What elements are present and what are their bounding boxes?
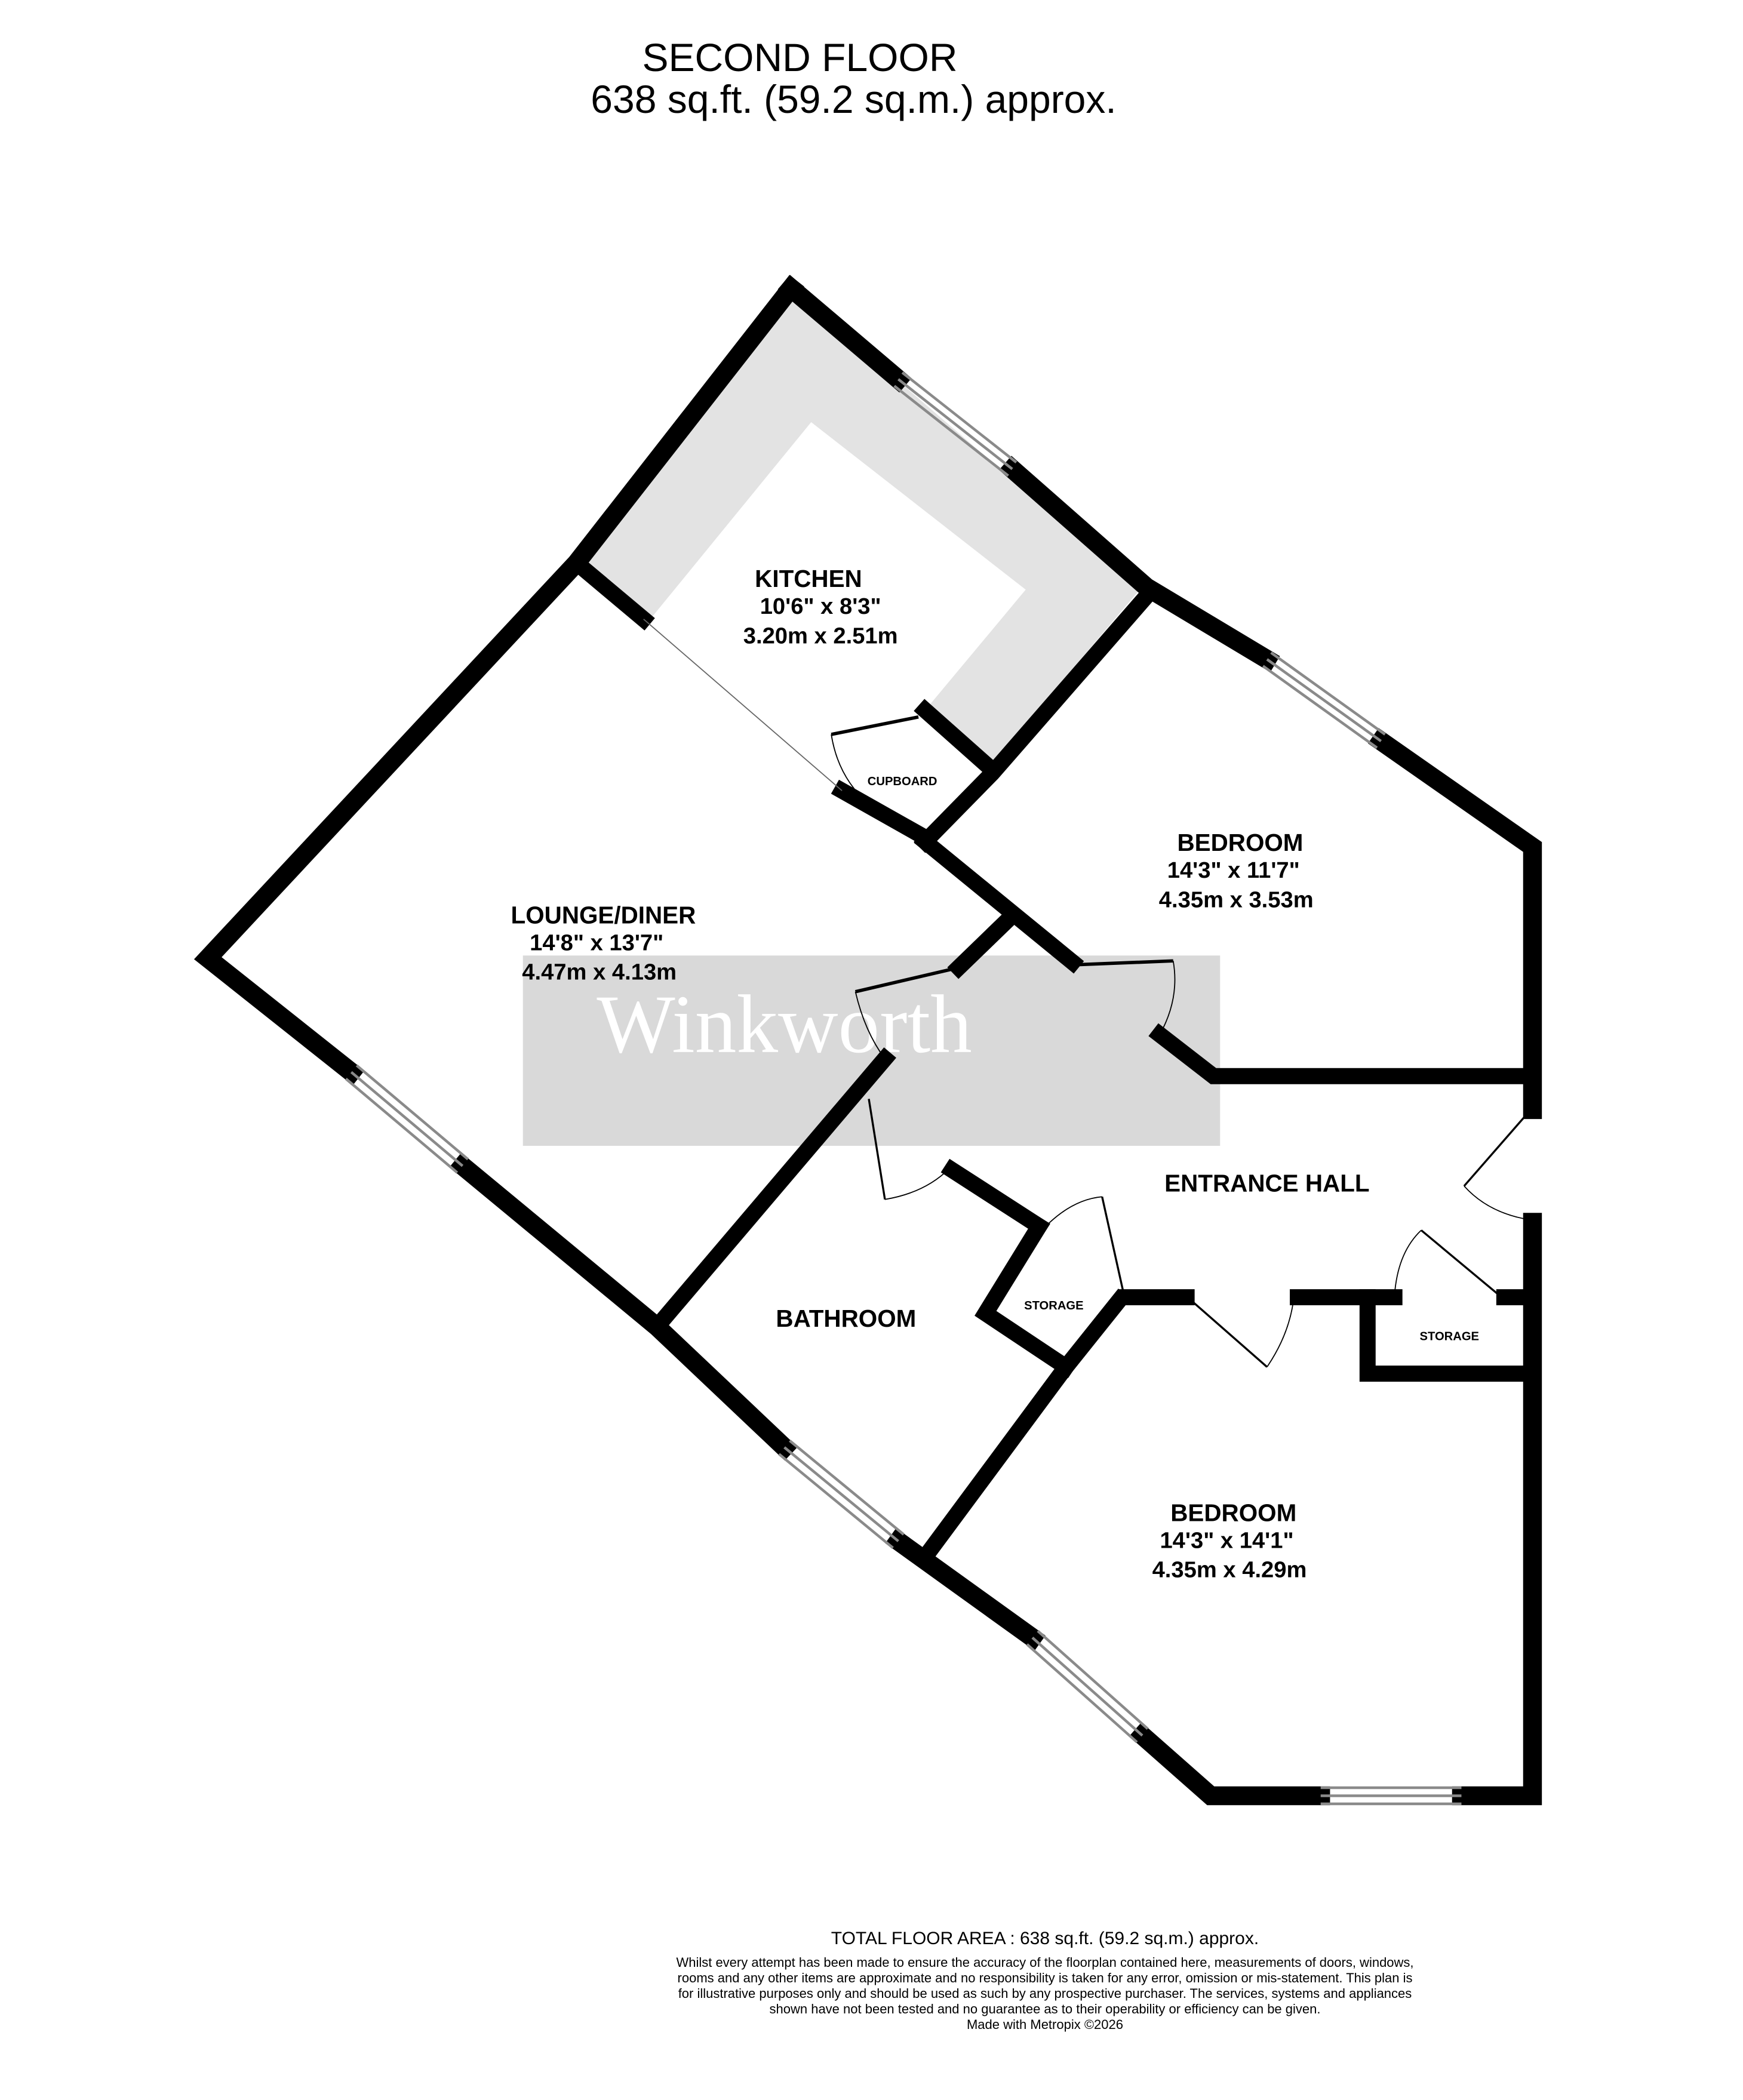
floor-title: SECOND FLOOR bbox=[642, 35, 958, 79]
window-lounge bbox=[345, 1064, 469, 1174]
room-bedroom-1: BEDROOM 14'3" x 11'7" 4.35m x 3.53m bbox=[1159, 829, 1314, 912]
door-cupboard[interactable] bbox=[831, 715, 919, 805]
room-name: BEDROOM bbox=[1177, 829, 1303, 856]
room-bedroom-2: BEDROOM 14'3" x 14'1" 4.35m x 4.29m bbox=[1152, 1499, 1307, 1582]
door-front-entrance[interactable] bbox=[1463, 1111, 1530, 1220]
window-kitchen bbox=[893, 371, 1017, 477]
door-bedroom-1[interactable] bbox=[1072, 959, 1176, 1035]
room-imperial: 14'8" x 13'7" bbox=[530, 930, 663, 955]
footer: TOTAL FLOOR AREA : 638 sq.ft. (59.2 sq.m… bbox=[657, 1929, 1433, 2033]
door-storage-1[interactable] bbox=[1045, 1196, 1125, 1294]
room-metric: 4.35m x 4.29m bbox=[1152, 1557, 1307, 1583]
room-kitchen: KITCHEN 10'6" x 8'3" 3.20m x 2.51m bbox=[743, 565, 898, 648]
room-metric: 3.20m x 2.51m bbox=[743, 623, 898, 648]
label-cupboard: CUPBOARD bbox=[868, 775, 937, 788]
room-entrance-hall: ENTRANCE HALL bbox=[1164, 1169, 1369, 1197]
room-name: ENTRANCE HALL bbox=[1164, 1169, 1369, 1197]
room-name: BEDROOM bbox=[1170, 1499, 1296, 1526]
room-lounge-diner: LOUNGE/DINER 14'8" x 13'7" 4.47m x 4.13m bbox=[511, 901, 696, 985]
room-name: KITCHEN bbox=[755, 565, 862, 592]
window-bedroom-2-front bbox=[1320, 1786, 1462, 1806]
room-bathroom: BATHROOM bbox=[776, 1305, 916, 1332]
room-metric: 4.35m x 3.53m bbox=[1159, 887, 1314, 912]
label-storage-2: STORAGE bbox=[1420, 1330, 1479, 1343]
room-name: BATHROOM bbox=[776, 1305, 916, 1332]
room-imperial: 10'6" x 8'3" bbox=[760, 594, 881, 619]
door-kitchen-lounge[interactable] bbox=[643, 619, 843, 791]
label-storage-1: STORAGE bbox=[1024, 1299, 1083, 1312]
door-bedroom-2[interactable] bbox=[1189, 1297, 1295, 1368]
disclaimer: Whilst every attempt has been made to en… bbox=[676, 1955, 1414, 2016]
kitchen-worktop bbox=[576, 288, 1140, 764]
room-name: LOUNGE/DINER bbox=[511, 901, 696, 928]
total-floor-area: TOTAL FLOOR AREA : 638 sq.ft. (59.2 sq.m… bbox=[831, 1929, 1259, 1948]
walls bbox=[193, 275, 1542, 1806]
door-lounge[interactable] bbox=[854, 966, 960, 1059]
floor-area: 638 sq.ft. (59.2 sq.m.) approx. bbox=[591, 77, 1117, 121]
windows bbox=[345, 371, 1462, 1806]
window-bedroom-2-side bbox=[1026, 1629, 1149, 1744]
window-bathroom bbox=[778, 1440, 905, 1549]
doors bbox=[643, 619, 1530, 1368]
credit: Made with Metropix ©2026 bbox=[966, 2017, 1123, 2032]
room-imperial: 14'3" x 11'7" bbox=[1167, 857, 1300, 883]
window-bedroom-1 bbox=[1262, 651, 1386, 749]
door-bathroom[interactable] bbox=[868, 1099, 950, 1200]
watermark-text: Winkworth bbox=[597, 979, 972, 1071]
door-storage-2[interactable] bbox=[1394, 1229, 1502, 1298]
room-metric: 4.47m x 4.13m bbox=[522, 960, 677, 985]
room-imperial: 14'3" x 14'1" bbox=[1160, 1527, 1293, 1553]
